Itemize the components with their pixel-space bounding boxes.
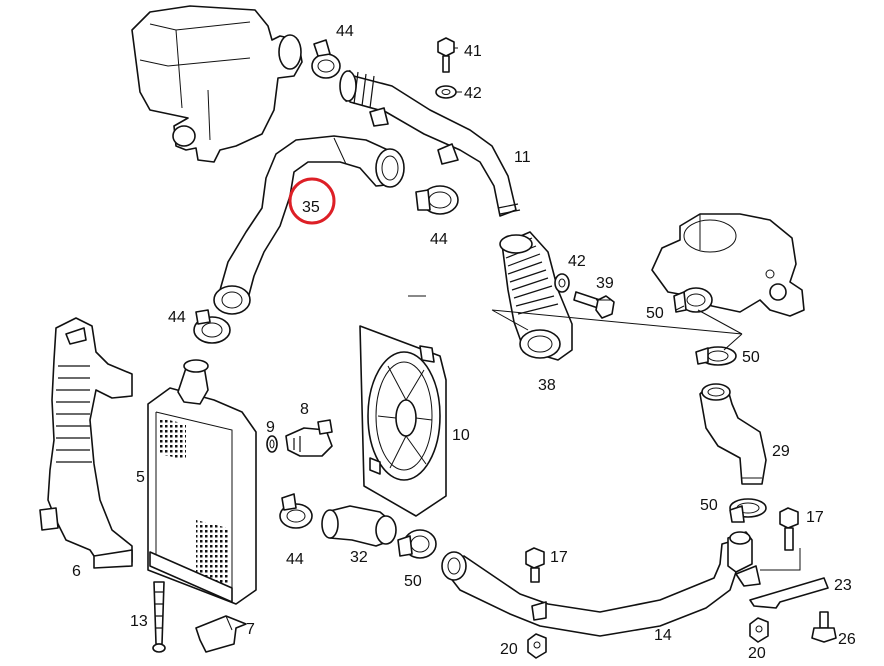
label-41: 41 [464, 43, 482, 60]
hose-clamp-44-top [311, 39, 341, 79]
leader-lines [408, 295, 743, 351]
washer-42-right [554, 273, 570, 293]
label-8: 8 [300, 401, 309, 418]
charge-air-pipe-11 [339, 69, 521, 217]
label-38: 38 [538, 377, 556, 394]
pin-13 [152, 581, 166, 653]
label-50-lower: 50 [742, 349, 760, 366]
bolt-26 [811, 611, 837, 643]
label-42-top: 42 [464, 85, 482, 102]
label-17-lower: 17 [550, 549, 568, 566]
shroud-6 [39, 317, 133, 569]
seal-ring-9 [266, 435, 278, 453]
label-13: 13 [130, 613, 148, 630]
engine-block [131, 5, 303, 163]
intercooler-5 [147, 359, 257, 605]
label-32: 32 [350, 549, 368, 566]
label-35: 35 [302, 199, 320, 216]
label-5: 5 [136, 469, 145, 486]
nut-20-right [749, 617, 769, 643]
label-6: 6 [72, 563, 81, 580]
label-26: 26 [838, 631, 856, 648]
label-42-right: 42 [568, 253, 586, 270]
bracket-23 [749, 548, 829, 609]
hose-clamp-44-mid [415, 185, 459, 215]
label-9: 9 [266, 419, 275, 436]
bolt-17-lower [525, 547, 545, 583]
charge-air-hose-35 [213, 135, 405, 315]
highlight-circle [288, 177, 336, 225]
label-23: 23 [834, 577, 852, 594]
label-29: 29 [772, 443, 790, 460]
label-50-right: 50 [700, 497, 718, 514]
label-44-left: 44 [168, 309, 186, 326]
corrugated-hose-38 [499, 231, 573, 361]
hose-clamp-50-right [729, 498, 767, 523]
bolt-39 [573, 291, 615, 319]
fan-10 [359, 325, 447, 517]
label-11: 11 [514, 149, 531, 166]
label-50-turbo: 50 [646, 305, 664, 322]
nut-20-left [527, 633, 547, 659]
hose-clamp-50-middle [397, 529, 437, 559]
label-14: 14 [654, 627, 672, 644]
hose-clamp-50-lower [695, 346, 737, 366]
charge-air-pipe-14 [441, 531, 761, 637]
hose-32 [321, 505, 397, 547]
label-20-left: 20 [500, 641, 518, 658]
hose-29 [699, 383, 767, 485]
label-leaders [454, 47, 685, 311]
hose-clamp-44-lower [279, 493, 313, 529]
label-44-mid: 44 [430, 231, 448, 248]
hose-clamp-44-left [193, 309, 231, 344]
sensor-8 [285, 419, 333, 457]
bolt-41 [437, 37, 455, 73]
bracket-7 [195, 615, 247, 653]
label-44-lower: 44 [286, 551, 304, 568]
bolt-17-right [779, 507, 799, 551]
label-20-right: 20 [748, 645, 766, 662]
part-labels: 44 41 42 11 35 44 42 39 50 50 44 38 8 9 … [72, 23, 856, 662]
label-10: 10 [452, 427, 470, 444]
label-17-right: 17 [806, 509, 824, 526]
label-39: 39 [596, 275, 614, 292]
washer-42-top [435, 85, 457, 99]
label-50-middle: 50 [404, 573, 422, 590]
label-44-top: 44 [336, 23, 354, 40]
label-7: 7 [246, 621, 255, 638]
